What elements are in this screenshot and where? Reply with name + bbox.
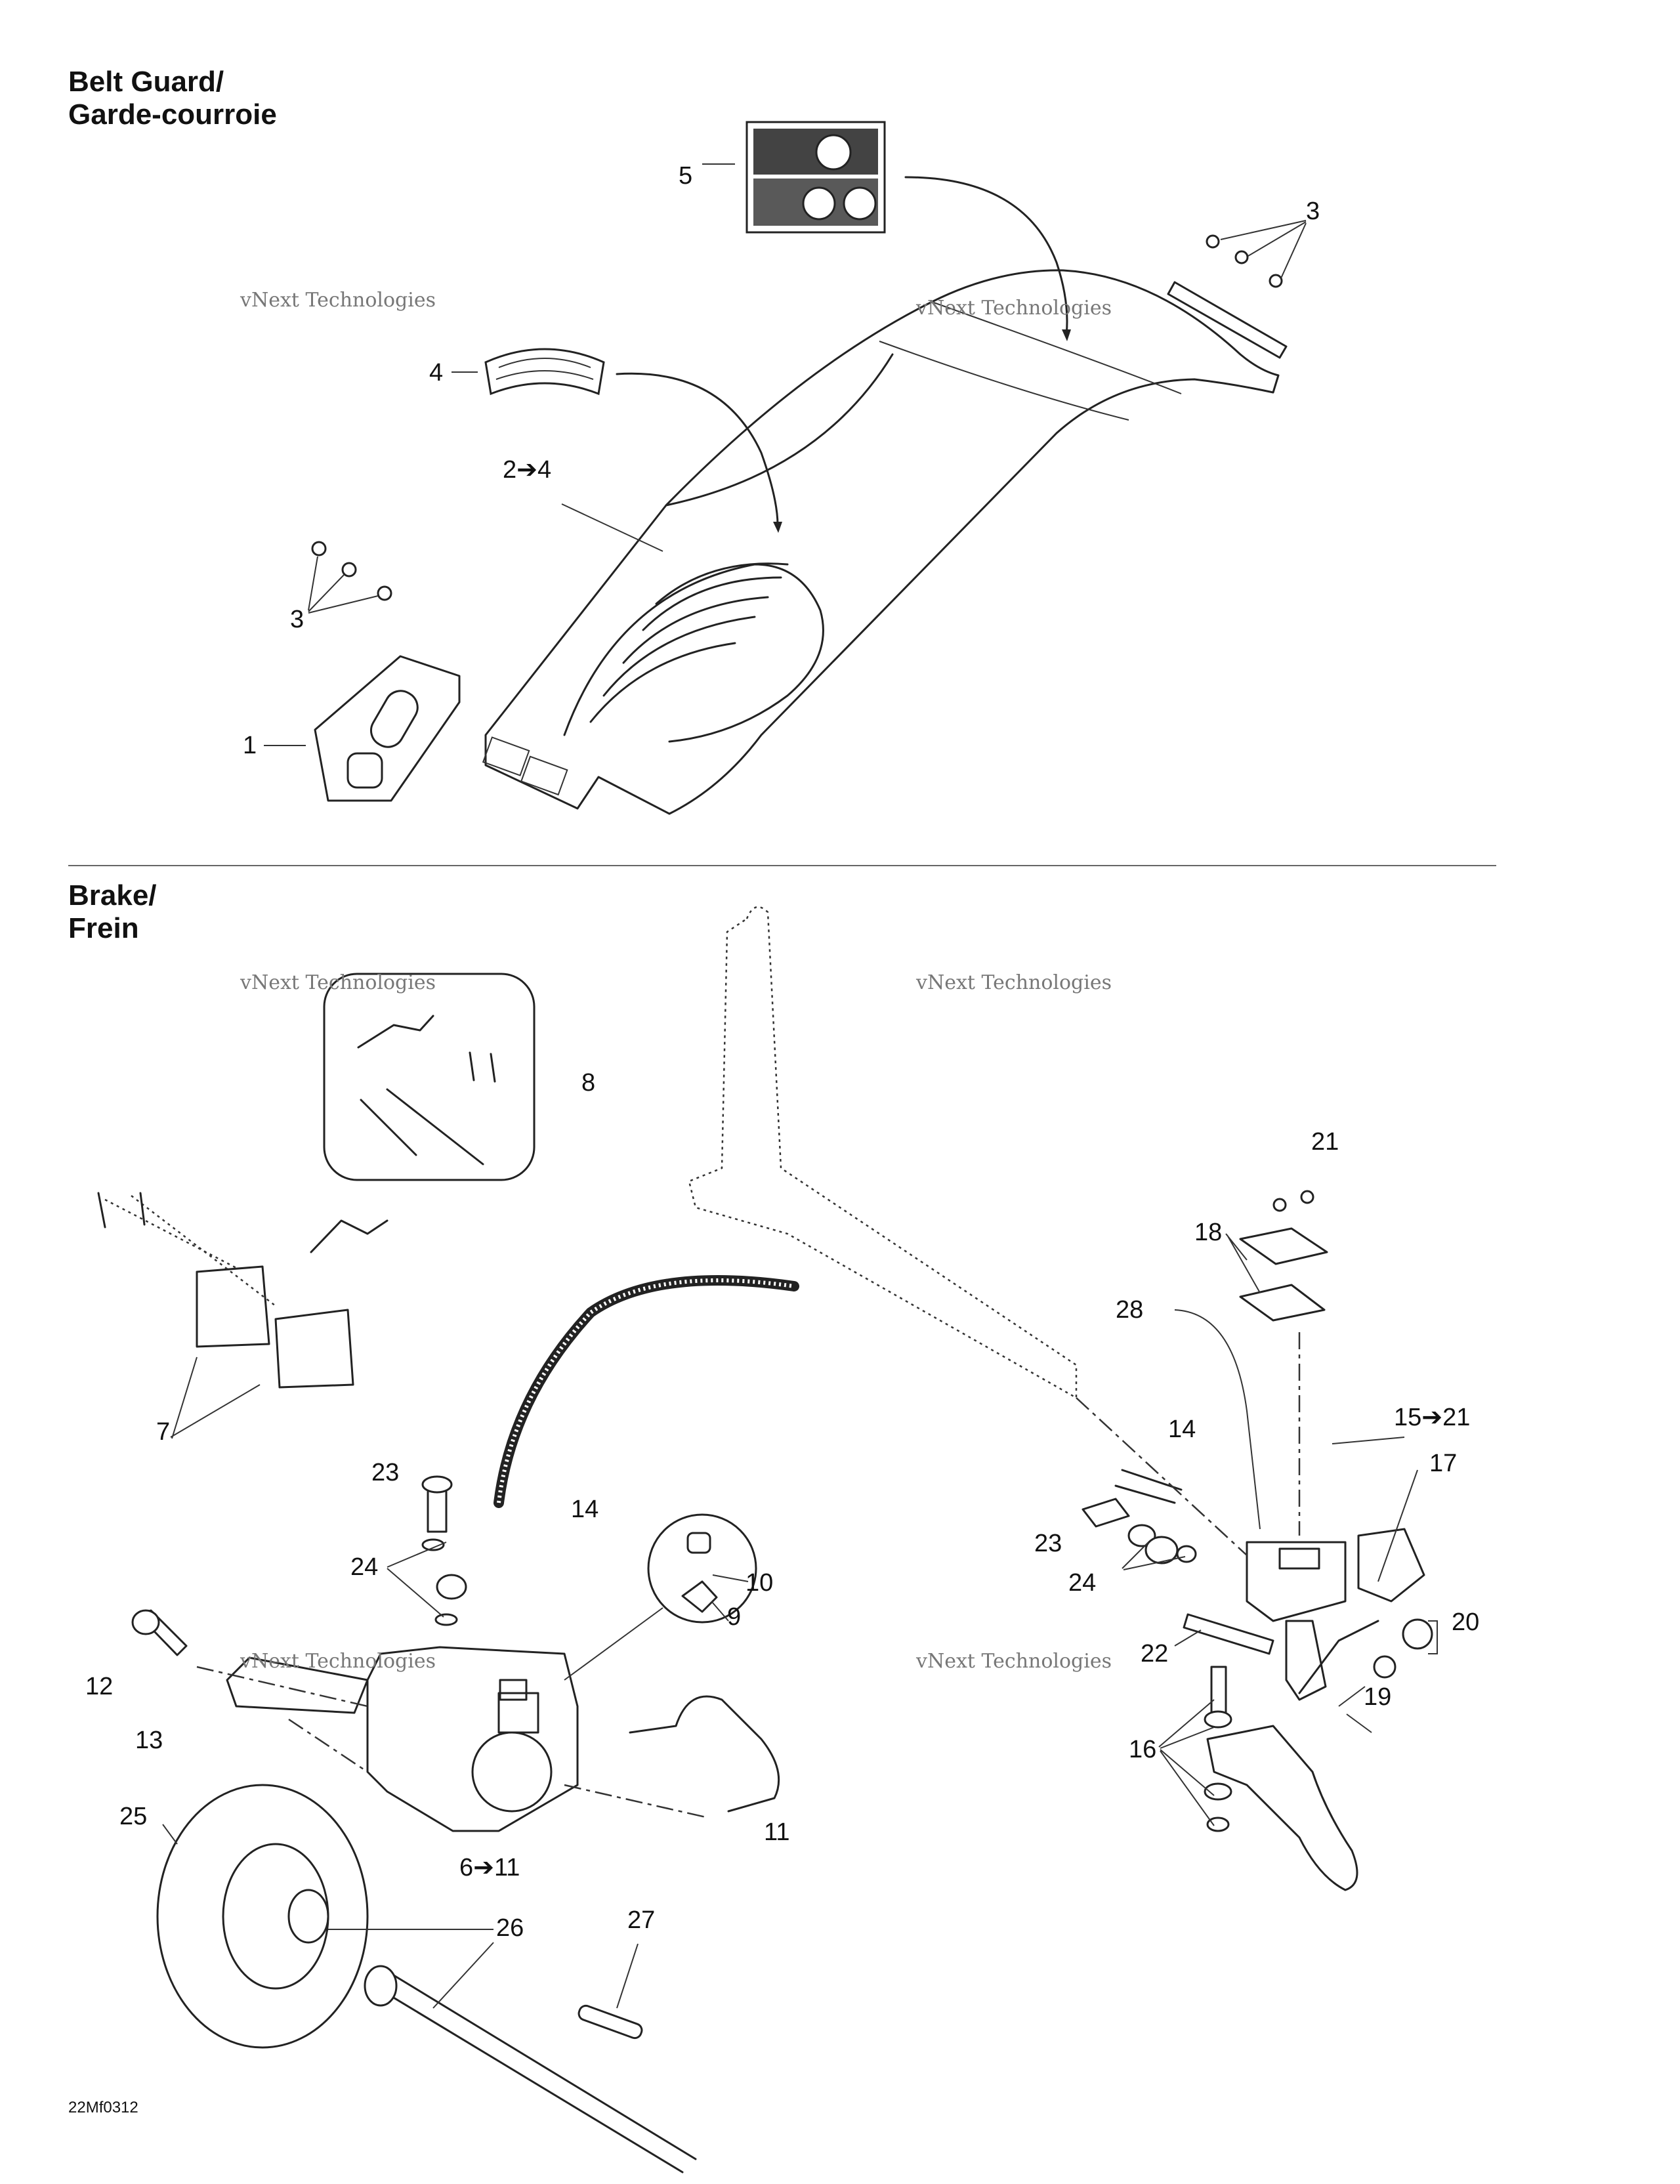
callout-15-21: 15➔21 <box>1394 1404 1471 1431</box>
kit-8-drawing <box>323 973 536 1181</box>
callout-16: 16 <box>1129 1736 1157 1763</box>
callout-24-right: 24 <box>1068 1569 1097 1597</box>
callout-11: 11 <box>764 1818 790 1846</box>
callout-25: 25 <box>119 1803 148 1830</box>
caliper-6-drawing <box>366 1646 579 1832</box>
belt-guard-title-fr: Garde-courroie <box>68 98 277 131</box>
callout-8: 8 <box>581 1069 596 1097</box>
nuts-3-left <box>308 541 392 614</box>
callout-23-left: 23 <box>371 1459 400 1486</box>
brake-title: Brake/ Frein <box>68 879 157 945</box>
bracket-13-drawing <box>226 1656 369 1714</box>
callout-18: 18 <box>1194 1219 1223 1246</box>
callout-26: 26 <box>496 1914 524 1942</box>
callout-19: 19 <box>1364 1683 1392 1711</box>
belt-guard-title-en: Belt Guard/ <box>68 66 224 98</box>
callout-20: 20 <box>1452 1608 1480 1636</box>
brake-title-fr: Frein <box>68 912 139 944</box>
section-divider <box>68 865 1496 866</box>
brake-title-en: Brake/ <box>68 879 157 912</box>
callout-24-left: 24 <box>350 1553 379 1581</box>
handlebar-outline <box>688 906 1078 1400</box>
belt-guard-body <box>482 269 1288 815</box>
shaft-26-drawing <box>364 1965 697 2174</box>
callout-21: 21 <box>1311 1128 1339 1156</box>
callout-4: 4 <box>429 359 444 387</box>
callout-9: 9 <box>727 1603 742 1631</box>
callout-23-right: 23 <box>1034 1530 1062 1557</box>
brake-pads-7-drawing <box>97 1192 388 1389</box>
brake-disc-25-drawing <box>156 1784 369 2049</box>
callout-14-right: 14 <box>1168 1416 1196 1443</box>
decal-5-drawing <box>746 121 886 234</box>
banjo-bolt-23-right <box>1082 1469 1197 1564</box>
belt-guard-title: Belt Guard/ Garde-courroie <box>68 66 277 131</box>
brake-lever-drawing <box>1204 1666 1358 1891</box>
banjo-bolt-23-left <box>421 1475 467 1626</box>
callout-3-left: 3 <box>290 606 304 633</box>
callout-6-11: 6➔11 <box>459 1854 520 1881</box>
callout-14-left: 14 <box>571 1496 599 1523</box>
callout-28: 28 <box>1116 1296 1144 1324</box>
callout-17: 17 <box>1429 1450 1458 1477</box>
drawing-code: 22Mf0312 <box>68 2099 138 2116</box>
bracket-1-drawing <box>314 655 461 802</box>
bleeder-9-10-drawing <box>647 1513 757 1624</box>
bolt-12-drawing <box>131 1609 188 1656</box>
callout-22: 22 <box>1141 1640 1169 1668</box>
decal-4-drawing <box>484 348 605 396</box>
master-cylinder-drawing <box>1246 1528 1425 1701</box>
callout-27: 27 <box>627 1906 656 1934</box>
callout-1: 1 <box>243 732 257 759</box>
callout-10: 10 <box>746 1569 774 1597</box>
nuts-3-top <box>1206 220 1307 288</box>
callout-3-top: 3 <box>1306 198 1320 225</box>
callout-5: 5 <box>679 162 693 190</box>
callout-12: 12 <box>85 1673 114 1700</box>
callout-2-4: 2➔4 <box>503 456 552 484</box>
callout-7: 7 <box>156 1418 171 1446</box>
reservoir-cap-18-drawing <box>1239 1190 1328 1322</box>
callout-13: 13 <box>135 1727 163 1754</box>
